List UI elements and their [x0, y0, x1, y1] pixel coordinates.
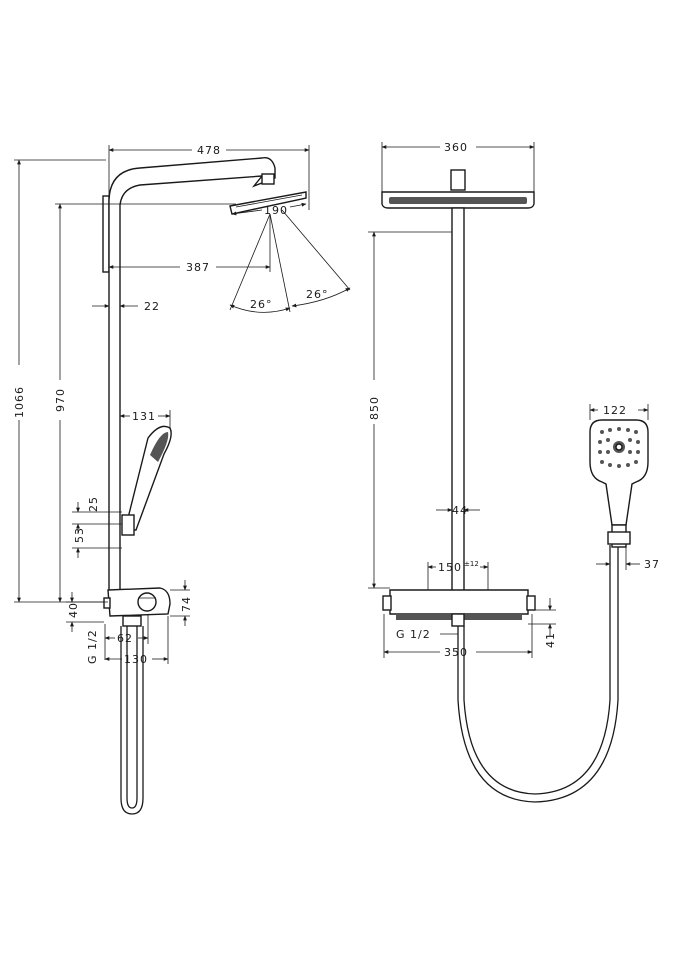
side-view: 478 1066 970 190 387 26° 26° 22 — [13, 144, 351, 815]
hose-front — [457, 545, 619, 803]
dim-190: 190 — [264, 204, 288, 217]
angle-right: 26° — [306, 288, 329, 301]
dim-22: 22 — [144, 300, 160, 313]
dim-478: 478 — [197, 144, 221, 157]
hand-shower-side — [121, 425, 172, 536]
dim-74: 74 — [180, 596, 193, 612]
dim-62: 62 — [117, 632, 133, 645]
dim-150-tolerance: ±12 — [464, 560, 479, 568]
shower-rail — [108, 157, 276, 601]
overhead-shower-side — [229, 173, 307, 215]
wall-plate — [102, 195, 110, 273]
dim-1066: 1066 — [13, 386, 26, 418]
angle-left: 26° — [250, 298, 273, 311]
dim-25: 25 — [87, 496, 100, 512]
dim-44: 44 — [452, 504, 468, 517]
dim-41: 41 — [544, 632, 557, 648]
hand-shower-front: 122 37 — [589, 404, 660, 571]
dim-130: 130 — [124, 653, 148, 666]
thread-front: G 1/2 — [396, 628, 431, 641]
dim-131: 131 — [132, 410, 156, 423]
thermostat-side — [103, 587, 171, 627]
thermostat-front — [382, 589, 536, 627]
front-view: 360 850 44 150 ±12 41 G 1/2 350 — [368, 141, 619, 803]
dim-53: 53 — [73, 527, 86, 543]
dim-37: 37 — [644, 558, 660, 571]
spray-face — [598, 427, 640, 468]
front-rail — [451, 207, 465, 593]
dim-360: 360 — [444, 141, 468, 154]
hose-side — [120, 626, 144, 815]
dim-350: 350 — [444, 646, 468, 659]
overhead-shower-front — [381, 169, 535, 209]
dim-150: 150 — [438, 561, 462, 574]
dim-387: 387 — [186, 261, 210, 274]
dim-970: 970 — [54, 388, 67, 412]
nozzle-row — [389, 197, 527, 204]
thread-side: G 1/2 — [86, 629, 99, 664]
dim-850: 850 — [368, 396, 381, 420]
dim-122: 122 — [603, 404, 627, 417]
dim-40: 40 — [67, 602, 80, 618]
